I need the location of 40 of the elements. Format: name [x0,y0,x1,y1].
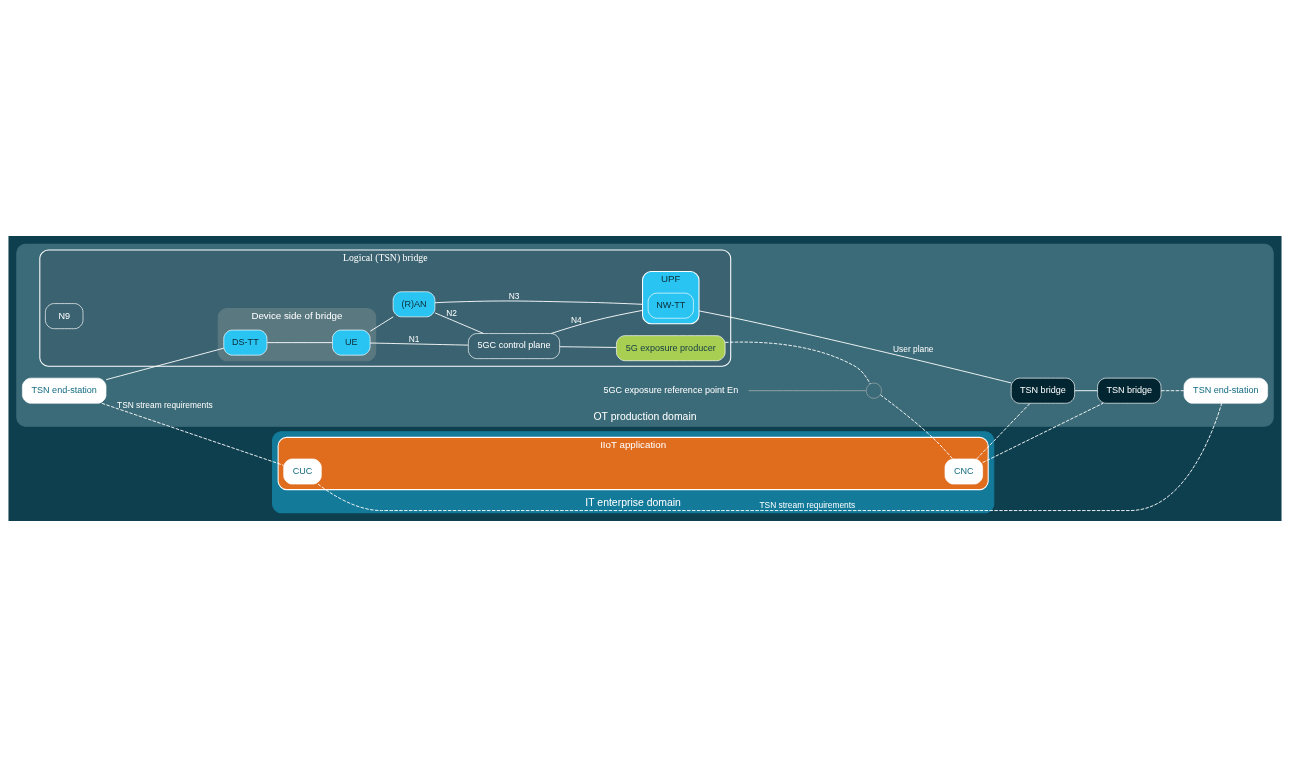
connector [724,341,871,385]
connector [1160,390,1185,392]
edge-label: User plane [893,344,934,355]
connector [748,390,867,392]
node-box: CUC [283,458,322,485]
node-box: (R)AN [392,291,436,318]
connector [105,347,225,381]
edge-label: N1 [408,333,420,344]
connector [976,403,1031,460]
connector [317,402,1223,511]
node-text: 5GC exposure reference point En [603,385,739,396]
edge-label: N2 [446,307,457,318]
connector [369,342,469,346]
node-box: TSN bridge [1097,377,1162,404]
connector [266,342,333,344]
edge-label: N3 [508,291,520,302]
edge-label: N4 [571,314,582,325]
connector [559,346,617,348]
node-box: TSN bridge [1010,377,1075,404]
node-box: 5GC control plane [468,333,560,359]
node-box: TSN end-station [22,377,107,404]
node-box: N9 [45,303,84,330]
connector [879,394,954,460]
edge-label: TSN stream requirements [117,399,213,410]
connector [698,310,1012,384]
node-box: DS-TT [223,329,268,356]
connector [1074,390,1098,392]
node-circle [865,382,882,399]
connector [369,316,394,332]
node-box: CNC [944,458,983,485]
connector [101,402,285,466]
connector [550,309,643,334]
node-box: NW-TT [647,292,694,319]
connector [434,300,643,305]
node-box: TSN end-station [1183,377,1268,404]
node-box: 5G exposure producer [616,335,726,362]
connector [434,312,484,334]
node-box: UE [332,329,371,356]
edge-label: TSN stream requirements [759,500,856,511]
connector [982,402,1104,463]
